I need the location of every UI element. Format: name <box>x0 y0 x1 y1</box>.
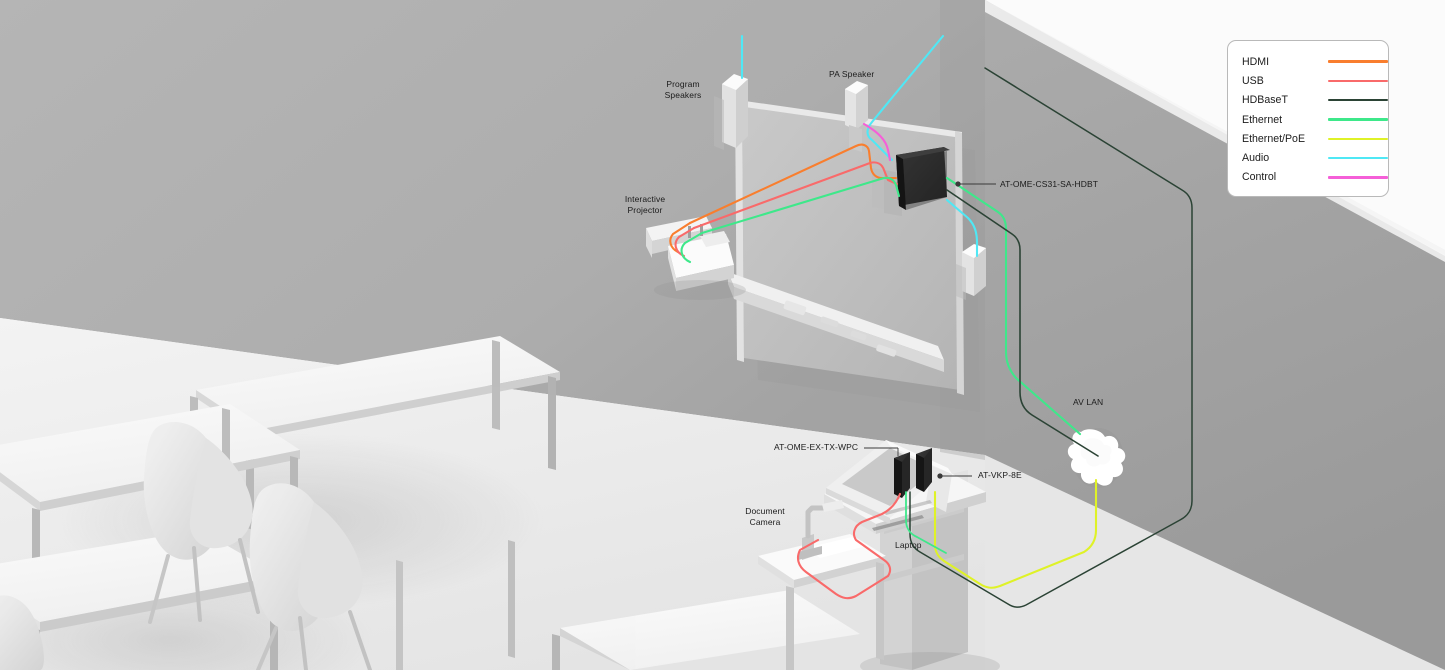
legend-color-swatch <box>1328 60 1388 63</box>
cable-control-pa-speaker <box>862 122 892 162</box>
legend-item-label: USB <box>1242 74 1264 87</box>
document-camera <box>798 500 844 560</box>
cable-poe-lan-to-keypad <box>933 478 1098 589</box>
legend-item-audio: Audio <box>1228 148 1388 167</box>
label-interactive-projector: Interactive Projector <box>624 194 666 215</box>
legend-item-ethernet-poe: Ethernet/PoE <box>1228 129 1388 148</box>
label-laptop: Laptop <box>895 540 922 550</box>
device-at-vkp-8e <box>916 448 932 492</box>
program-speaker <box>956 244 986 300</box>
classroom-furniture <box>0 336 860 670</box>
device-at-ome-ex-tx-wpc <box>894 452 910 498</box>
label-at-vkp-8e: AT-VKP-8E <box>978 470 1022 480</box>
legend-color-swatch <box>1328 156 1388 160</box>
cable-ethernet-lectern-run <box>909 67 1193 608</box>
cable-ethernet-tx-short <box>905 491 947 554</box>
desk <box>552 590 860 670</box>
legend-color-swatch <box>1328 176 1388 179</box>
cable-hdmi-projector <box>669 221 692 254</box>
legend-item-control: Control <box>1228 168 1388 187</box>
av-lan-cloud <box>1067 428 1126 488</box>
cable-audio-right-speaker <box>945 198 979 258</box>
legend-item-label: HDBaseT <box>1242 94 1288 107</box>
cable-usb-doccam <box>796 492 902 600</box>
label-at-ome-cs31-sa-hdbt: AT-OME-CS31-SA-HDBT <box>1000 179 1099 189</box>
cable-layer <box>669 34 1193 608</box>
legend-item-label: Ethernet/PoE <box>1242 132 1306 145</box>
cable-hdmi-run <box>688 143 898 225</box>
label-pa-speaker: PA Speaker <box>829 69 875 79</box>
legend-item-ethernet: Ethernet <box>1228 110 1388 129</box>
legend-color-swatch <box>1328 79 1388 83</box>
legend-item-label: Audio <box>1242 152 1270 165</box>
chair <box>249 483 372 670</box>
legend-item-label: Control <box>1242 171 1277 184</box>
legend-item-label: HDMI <box>1242 55 1270 68</box>
legend-color-swatch <box>1328 137 1388 141</box>
legend-color-swatch <box>1328 118 1388 121</box>
label-at-ome-ex-tx-wpc: AT-OME-EX-TX-WPC <box>774 442 859 452</box>
legend-item-label: Ethernet <box>1242 113 1283 126</box>
label-document-camera: Document Camera <box>745 506 785 527</box>
chair <box>143 422 260 624</box>
cable-ethernet-run <box>700 176 901 235</box>
cable-hdbaset-run <box>946 189 1099 457</box>
cable-usb-run <box>692 161 899 230</box>
label-av-lan: AV LAN <box>1073 397 1104 407</box>
cable-ethernet-projector <box>680 231 704 264</box>
leader-lines <box>864 181 996 479</box>
program-speaker <box>714 74 748 150</box>
chair <box>0 595 44 670</box>
cable-audio-main <box>866 34 945 162</box>
legend-item-usb: USB <box>1228 71 1388 90</box>
label-program-speakers: Program Speakers <box>664 79 702 100</box>
legend-color-swatch <box>1328 99 1388 102</box>
legend-item-hdbaset: HDBaseT <box>1228 91 1388 110</box>
cable-ethernet-to-lan <box>945 176 1082 436</box>
legend-item-hdmi: HDMI <box>1228 52 1388 71</box>
